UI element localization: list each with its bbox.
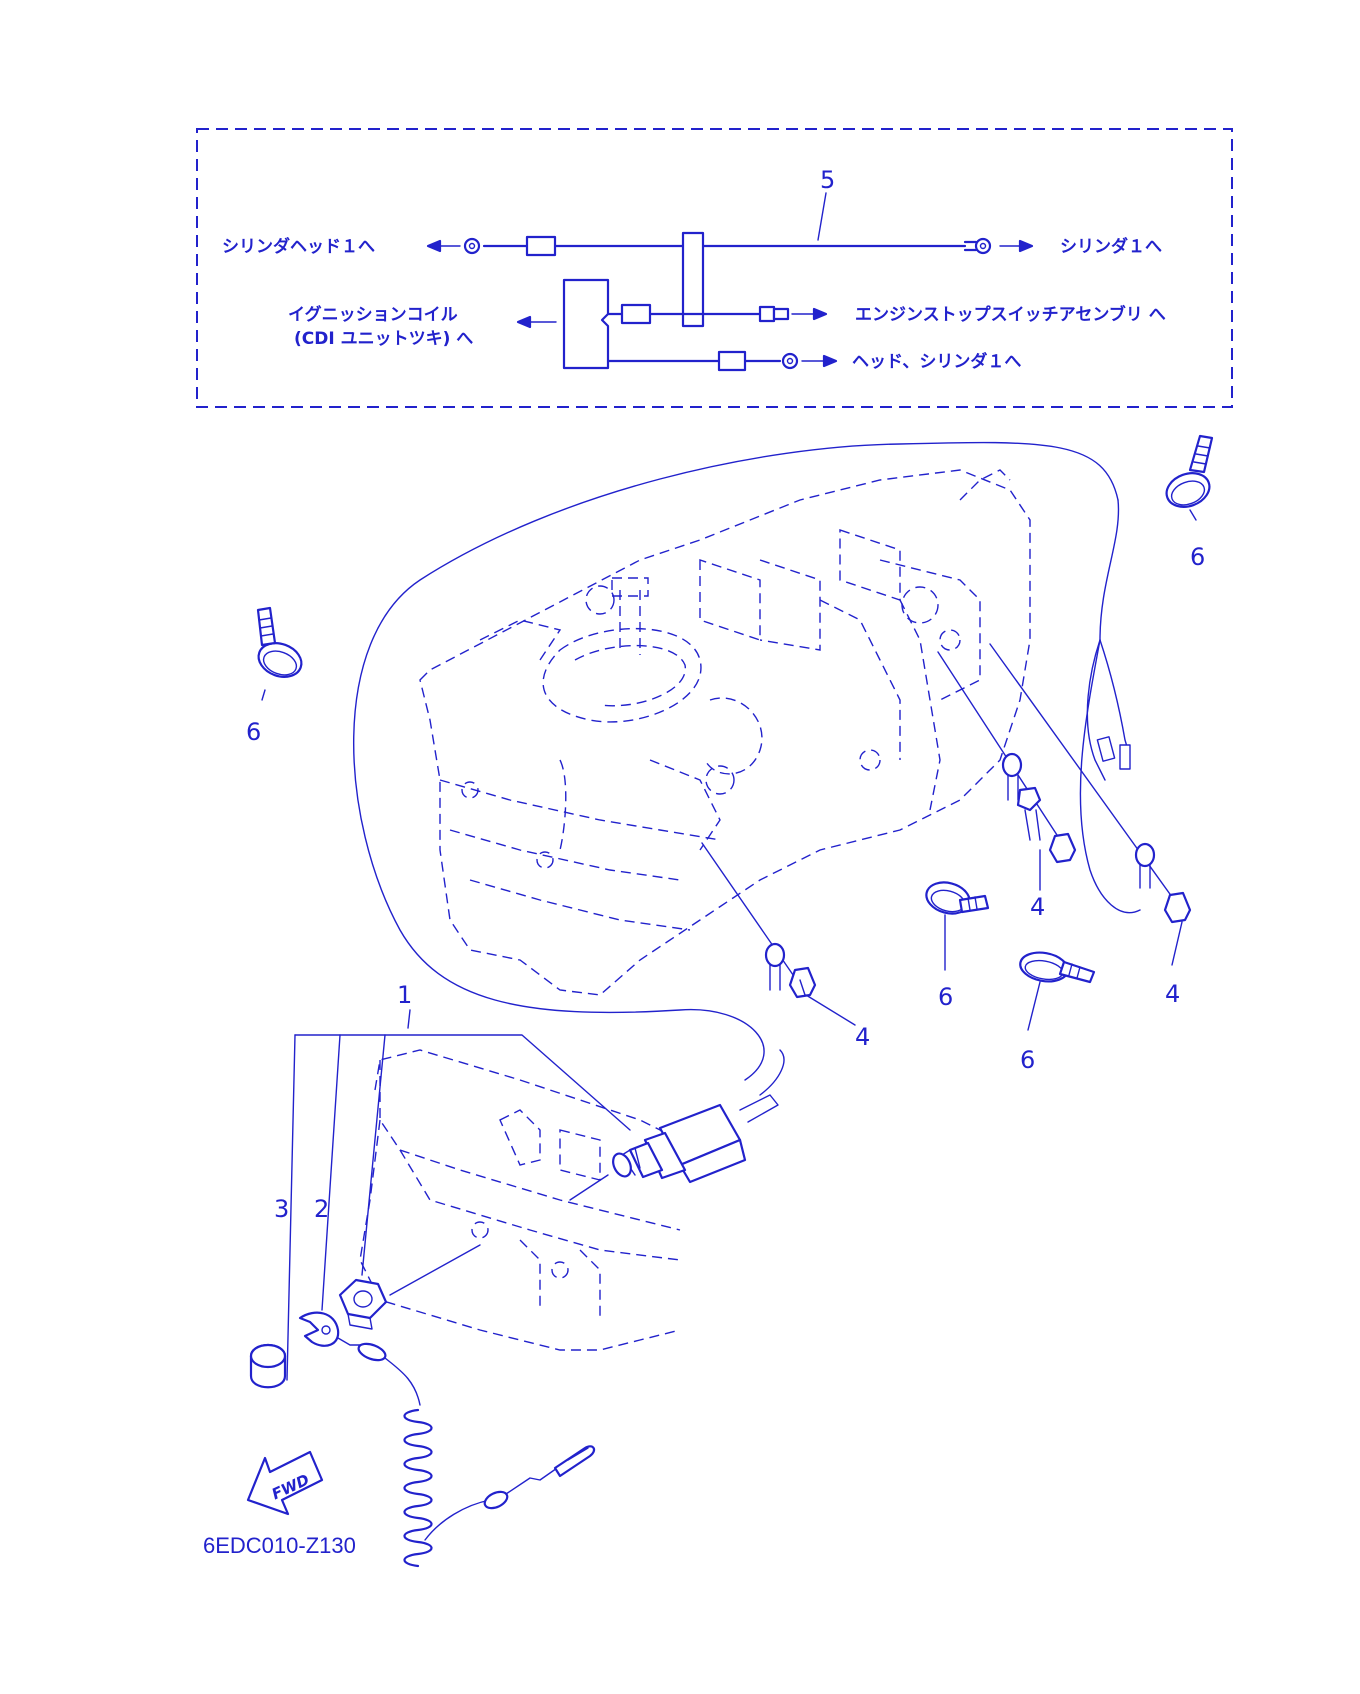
switch-cap: [249, 1343, 287, 1389]
engine-block-outline: [419, 469, 1031, 996]
callout-4-left: 4: [855, 1023, 870, 1051]
label-to-engine-stop-switch: エンジンストップスイッチアセンブリ へ: [855, 304, 1166, 325]
clamp-6-left: [256, 606, 303, 678]
bolt-4-right: [989, 643, 1192, 924]
clamp-6-center: [925, 881, 990, 915]
callout-6-center: 6: [938, 983, 953, 1011]
callout-4-center: 4: [1030, 893, 1045, 921]
label-to-cylinder-head-1: シリンダヘッド１へ: [222, 236, 375, 257]
callout-3: 3: [274, 1195, 289, 1223]
clamp-6-bottom: [1019, 951, 1096, 984]
wiring-detail-box: 5 シリンダヘッド１へ シリンダ１へ イグニッションコイル (CDI ユニットツ…: [196, 128, 1233, 408]
wire-harness-loop: [352, 441, 1119, 1081]
callout-4-right: 4: [1165, 980, 1180, 1008]
label-to-head-cylinder-1: ヘッド、シリンダ１へ: [852, 351, 1021, 372]
safety-lanyard: [298, 1311, 596, 1568]
callout-6-bottom: 6: [1020, 1046, 1035, 1074]
engine-stop-switch: [569, 1049, 785, 1201]
clamp-6-top-right: [1165, 434, 1214, 508]
callout-6-top-right: 6: [1190, 543, 1205, 571]
callout-6-left: 6: [246, 718, 261, 746]
bolt-4-center: [937, 651, 1077, 864]
label-to-ignition-coil: イグニッションコイル: [288, 304, 458, 325]
diagram-code: 6EDC010-Z130: [203, 1533, 356, 1558]
label-cdi-unit: (CDI ユニットツキ) へ: [294, 329, 473, 349]
switch-nut: [338, 1244, 481, 1330]
callout-2: 2: [314, 1195, 329, 1223]
callout-5: 5: [820, 166, 835, 194]
lower-cowling-outline: [359, 1049, 681, 1351]
bolt-4-left: [701, 842, 817, 999]
forward-arrow: FWD: [246, 1450, 324, 1516]
label-to-cylinder-1: シリンダ１へ: [1060, 236, 1162, 257]
callout-1: 1: [397, 981, 412, 1009]
